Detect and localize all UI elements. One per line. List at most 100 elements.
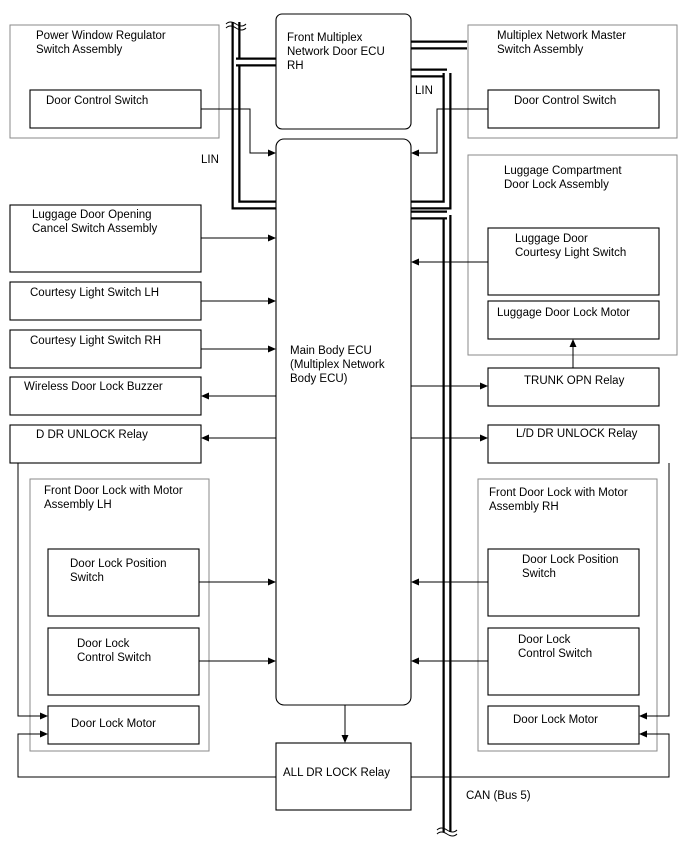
- lock-motor-lh-box: [47, 705, 200, 745]
- front-multiplex-ecu-label-line-3: RH: [287, 60, 304, 72]
- power-window-regulator-label-line-1: Power Window Regulator: [36, 30, 166, 42]
- lin-label-left: LIN: [201, 154, 219, 166]
- power-window-regulator-assembly-box: [9, 24, 220, 139]
- can-bus-label-line-1: CAN (Bus 5): [466, 790, 531, 802]
- lock-position-switch-lh-label-line-2: Switch: [70, 572, 104, 584]
- master-switch-assembly-label-line-1: Multiplex Network Master: [497, 30, 626, 42]
- door-control-switch-right-label: Door Control Switch: [514, 95, 616, 107]
- lock-control-switch-lh-box: [47, 627, 200, 696]
- master-switch-assembly-label-line-2: Switch Assembly: [497, 44, 584, 56]
- wireless-buzzer-box: [9, 376, 202, 416]
- signal-wires: [17, 108, 670, 778]
- lock-motor-rh-label-line-1: Door Lock Motor: [513, 714, 598, 726]
- front-multiplex-ecu-label-line-1: Front Multiplex: [287, 32, 363, 44]
- ld-dr-unlock-relay-label: L/D DR UNLOCK Relay: [516, 428, 638, 440]
- courtesy-switch-rh-label-line-1: Courtesy Light Switch RH: [30, 335, 161, 347]
- d-dr-unlock-relay-box: [9, 424, 202, 464]
- trunk-opn-relay-box: [487, 367, 660, 407]
- lock-control-switch-lh-label-line-2: Control Switch: [77, 652, 151, 664]
- power-window-regulator-label-line-2: Switch Assembly: [36, 44, 123, 56]
- lock-control-switch-rh-label-line-1: Door Lock: [518, 634, 571, 646]
- lock-control-switch-lh-label-line-1: Door Lock: [77, 638, 130, 650]
- luggage-lock-motor-label: Luggage Door Lock Motor: [497, 307, 630, 319]
- luggage-compartment-label-line-1: Luggage Compartment: [504, 165, 622, 177]
- ld-dr-unlock-relay-box: [487, 424, 660, 464]
- courtesy-switch-lh-label-line-1: Courtesy Light Switch LH: [30, 287, 159, 299]
- courtesy-switch-rh-box: [9, 329, 202, 369]
- main-body-ecu-label-line-3: Body ECU): [290, 373, 348, 385]
- can-bus: [411, 210, 452, 832]
- d-dr-unlock-relay-label: D DR UNLOCK Relay: [36, 429, 148, 441]
- door-control-switch-right-box: [487, 89, 660, 129]
- lock-position-switch-lh-box: [47, 548, 200, 617]
- lock-position-switch-rh-box: [487, 548, 640, 617]
- front-door-lock-lh-label-line-1: Front Door Lock with Motor: [44, 485, 183, 497]
- luggage-cancel-switch-box: [9, 204, 202, 273]
- bus-break-marks: [225, 21, 458, 837]
- door-control-switch-left-box: [29, 89, 202, 129]
- front-door-lock-lh-label-line-2: Assembly LH: [44, 499, 112, 511]
- d-dr-unlock-relay-label-line-1: D DR UNLOCK Relay: [36, 429, 148, 441]
- can-bus-label: CAN (Bus 5): [466, 790, 531, 802]
- front-multiplex-ecu-box: [275, 13, 412, 130]
- door-control-switch-left-label-line-1: Door Control Switch: [46, 95, 148, 107]
- luggage-lock-motor-box: [487, 300, 660, 340]
- main-body-ecu-label-line-2: (Multiplex Network: [290, 359, 385, 371]
- lin-label-top: LIN: [415, 85, 433, 97]
- lin-bus: [231, 22, 467, 210]
- all-dr-lock-relay-label-line-1: ALL DR LOCK Relay: [283, 767, 390, 779]
- trunk-opn-relay-label-line-1: TRUNK OPN Relay: [524, 375, 625, 387]
- main-body-ecu-box: [275, 138, 412, 706]
- lock-position-switch-rh-label-line-2: Switch: [522, 568, 556, 580]
- trunk-opn-relay-label: TRUNK OPN Relay: [524, 375, 625, 387]
- front-door-lock-lh-box: [29, 478, 210, 752]
- luggage-compartment-label-line-2: Door Lock Assembly: [504, 179, 609, 191]
- front-door-lock-rh-box: [477, 478, 658, 752]
- door-control-switch-right-label-line-1: Door Control Switch: [514, 95, 616, 107]
- courtesy-switch-lh-box: [9, 281, 202, 321]
- all-dr-lock-relay-label: ALL DR LOCK Relay: [283, 767, 390, 779]
- luggage-courtesy-switch-label-line-2: Courtesy Light Switch: [515, 247, 626, 259]
- arrowheads: [40, 149, 647, 743]
- ld-dr-unlock-relay-label-line-1: L/D DR UNLOCK Relay: [516, 428, 638, 440]
- lock-motor-lh-label-line-1: Door Lock Motor: [71, 718, 156, 730]
- all-dr-lock-relay-box: [275, 742, 412, 811]
- courtesy-switch-rh-label: Courtesy Light Switch RH: [30, 335, 161, 347]
- front-multiplex-ecu-label-line-2: Network Door ECU: [287, 46, 385, 58]
- courtesy-switch-lh-label: Courtesy Light Switch LH: [30, 287, 159, 299]
- luggage-courtesy-switch-label-line-1: Luggage Door: [515, 233, 588, 245]
- master-switch-assembly-box: [467, 24, 678, 139]
- front-door-lock-rh-label-line-2: Assembly RH: [489, 501, 559, 513]
- lock-motor-lh-label: Door Lock Motor: [71, 718, 156, 730]
- main-body-ecu-label-line-1: Main Body ECU: [290, 345, 372, 357]
- lock-control-switch-rh-label-line-2: Control Switch: [518, 648, 592, 660]
- front-door-lock-rh-label-line-1: Front Door Lock with Motor: [489, 487, 628, 499]
- lin-label-top-line-1: LIN: [415, 85, 433, 97]
- lock-position-switch-rh-label-line-1: Door Lock Position: [522, 554, 619, 566]
- lock-motor-rh-label: Door Lock Motor: [513, 714, 598, 726]
- luggage-lock-motor-label-line-1: Luggage Door Lock Motor: [497, 307, 630, 319]
- lock-position-switch-lh-label-line-1: Door Lock Position: [70, 558, 167, 570]
- lin-label-left-line-1: LIN: [201, 154, 219, 166]
- door-control-switch-left-label: Door Control Switch: [46, 95, 148, 107]
- wireless-buzzer-label-line-1: Wireless Door Lock Buzzer: [24, 381, 163, 393]
- wireless-buzzer-label: Wireless Door Lock Buzzer: [24, 381, 163, 393]
- lock-motor-rh-box: [487, 705, 640, 745]
- luggage-cancel-switch-label-line-1: Luggage Door Opening: [32, 209, 152, 221]
